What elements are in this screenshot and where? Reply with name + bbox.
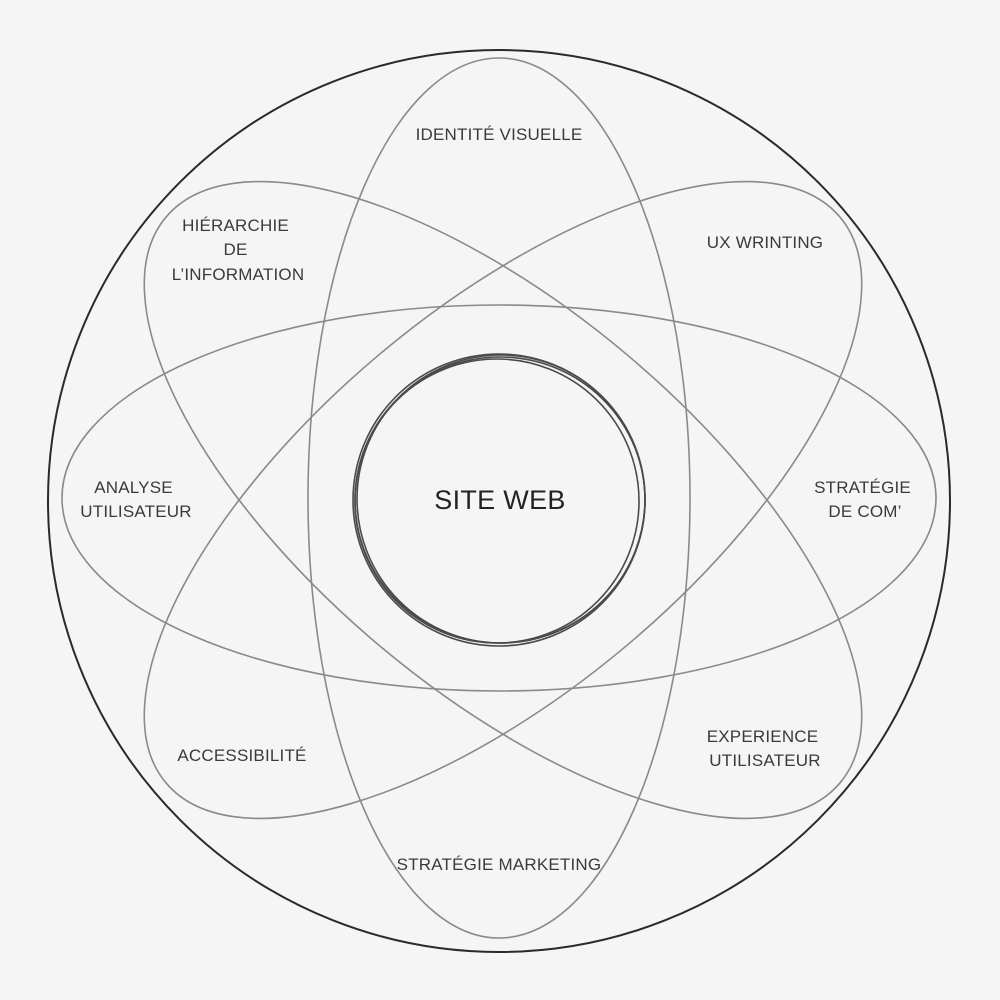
- petal-label-hierarchie-de-l-information: HIÉRARCHIE DE L’INFORMATION: [172, 216, 305, 284]
- diagonal-ellipse-nwse: [143, 180, 863, 820]
- horizontal-ellipse: [61, 304, 937, 692]
- core-rings: [352, 353, 646, 647]
- petal-label-strategie-marketing: STRATÉGIE MARKETING: [397, 855, 602, 874]
- label-line: ANALYSE: [94, 478, 173, 497]
- vertical-ellipse: [307, 57, 691, 939]
- label-line: STRATÉGIE MARKETING: [397, 855, 602, 874]
- petal-ellipses: [61, 57, 937, 939]
- diagonal-ellipse-nesw: [143, 180, 863, 820]
- label-line: HIÉRARCHIE: [182, 216, 289, 235]
- petal-label-accessibilite: ACCESSIBILITÉ: [177, 746, 306, 765]
- label-line: IDENTITÉ VISUELLE: [416, 125, 583, 144]
- label-line: UTILISATEUR: [709, 751, 820, 770]
- outer-circle: [47, 49, 951, 953]
- label-line: DE COM’: [828, 502, 901, 521]
- label-line: ACCESSIBILITÉ: [177, 746, 306, 765]
- label-line: UX WRINTING: [707, 233, 823, 252]
- petal-label-strategie-de-com: STRATÉGIE DE COM’: [814, 478, 916, 521]
- label-line: DE: [224, 240, 248, 259]
- petal-label-experience-utilisateur: EXPERIENCE UTILISATEUR: [707, 727, 824, 770]
- petal-label-analyse-utilisateur: ANALYSE UTILISATEUR: [80, 478, 191, 521]
- petal-labels: IDENTITÉ VISUELLE UX WRINTING STRATÉGIE …: [80, 125, 916, 874]
- petal-label-ux-wrinting: UX WRINTING: [707, 233, 823, 252]
- center-label: SITE WEB: [434, 485, 565, 515]
- petal-label-identite-visuelle: IDENTITÉ VISUELLE: [416, 125, 583, 144]
- label-line: EXPERIENCE: [707, 727, 819, 746]
- label-line: STRATÉGIE: [814, 478, 911, 497]
- label-line: L’INFORMATION: [172, 265, 305, 284]
- core-ring: [354, 356, 646, 644]
- label-line: UTILISATEUR: [80, 502, 191, 521]
